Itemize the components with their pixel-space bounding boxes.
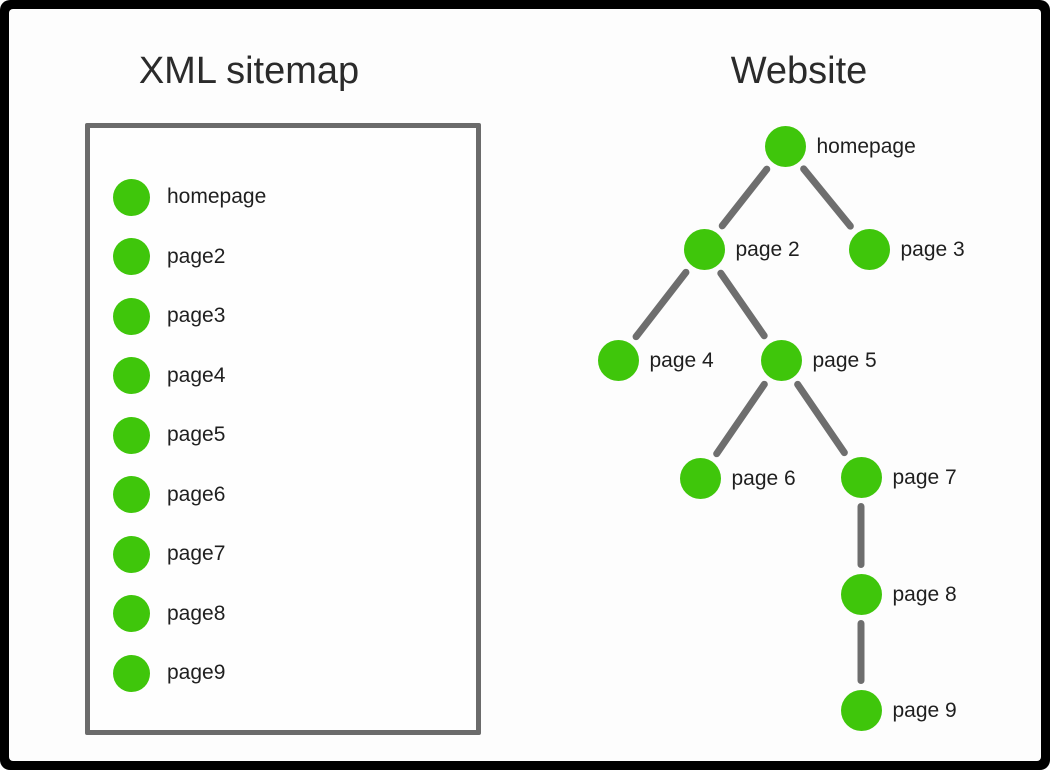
list-item[interactable]: page9 — [113, 652, 225, 694]
page-node-icon — [113, 476, 150, 513]
xml-sitemap-list: homepage page2 page3 page4 page5 page6 page7 pa… — [85, 123, 481, 735]
list-item[interactable]: page3 — [113, 295, 225, 337]
list-item[interactable]: homepage — [113, 176, 266, 218]
tree-edge — [717, 269, 768, 340]
page-node-icon — [113, 595, 150, 632]
tree-edges-layer — [632, 165, 865, 684]
tree-node-page2[interactable] — [683, 228, 725, 270]
tree-node-label: page 6 — [731, 467, 796, 490]
tree-node-page5[interactable] — [760, 339, 802, 381]
xml-sitemap-box — [85, 123, 481, 735]
tree-node-page9[interactable] — [840, 689, 882, 731]
tree-node-page6[interactable] — [679, 457, 721, 499]
list-item-label: page9 — [167, 661, 226, 684]
tree-node-page4[interactable] — [597, 339, 639, 381]
page-node-icon — [113, 178, 150, 216]
page-node-icon — [113, 416, 150, 454]
tree-node-label: page 4 — [649, 349, 714, 372]
tree-node-label: page 2 — [735, 238, 800, 261]
list-item[interactable]: page6 — [113, 474, 225, 516]
tree-node-label: page 9 — [892, 699, 957, 722]
tree-edge — [632, 268, 690, 341]
tree-edge — [718, 165, 771, 230]
list-item[interactable]: page8 — [113, 593, 225, 635]
list-item-label: page6 — [167, 482, 226, 506]
tree-node-page3[interactable] — [848, 228, 890, 270]
page-node-icon — [113, 238, 150, 275]
tree-node-label: page 5 — [812, 349, 877, 372]
list-item-label: page2 — [167, 244, 226, 268]
page-node-icon — [113, 357, 150, 394]
list-item-label: page8 — [167, 601, 226, 625]
page-title-xml-sitemap: XML sitemap — [138, 50, 360, 92]
list-item[interactable]: page2 — [113, 236, 225, 278]
tree-node-page8[interactable] — [840, 573, 882, 615]
tree-node-homepage[interactable] — [764, 125, 806, 167]
list-item-label: homepage — [167, 185, 267, 208]
tree-node-label: page 3 — [900, 238, 965, 261]
page-node-icon — [113, 654, 150, 692]
tree-edge — [800, 165, 854, 230]
list-item-label: page5 — [167, 423, 226, 446]
tree-edge — [713, 380, 768, 458]
diagram-canvas: XML sitemap Website homepage page2 page3 pa… — [9, 9, 1041, 761]
list-item[interactable]: page4 — [113, 355, 225, 397]
tree-node-label: homepage — [816, 135, 916, 158]
list-item-label: page7 — [167, 542, 226, 565]
list-item-label: page4 — [167, 363, 226, 387]
tree-node-label: page 7 — [892, 466, 957, 489]
website-tree: homepage page 2 page 3 page 4 page 5 page 6 pa… — [9, 9, 1041, 761]
tree-node-label: page 8 — [892, 583, 957, 606]
page-title-website: Website — [730, 50, 868, 92]
tree-node-page7[interactable] — [840, 456, 882, 498]
list-item-label: page3 — [167, 304, 226, 327]
tree-edge — [794, 380, 848, 457]
list-item[interactable]: page5 — [113, 414, 225, 456]
page-node-icon — [113, 297, 150, 335]
list-item[interactable]: page7 — [113, 533, 225, 575]
page-node-icon — [113, 535, 150, 573]
